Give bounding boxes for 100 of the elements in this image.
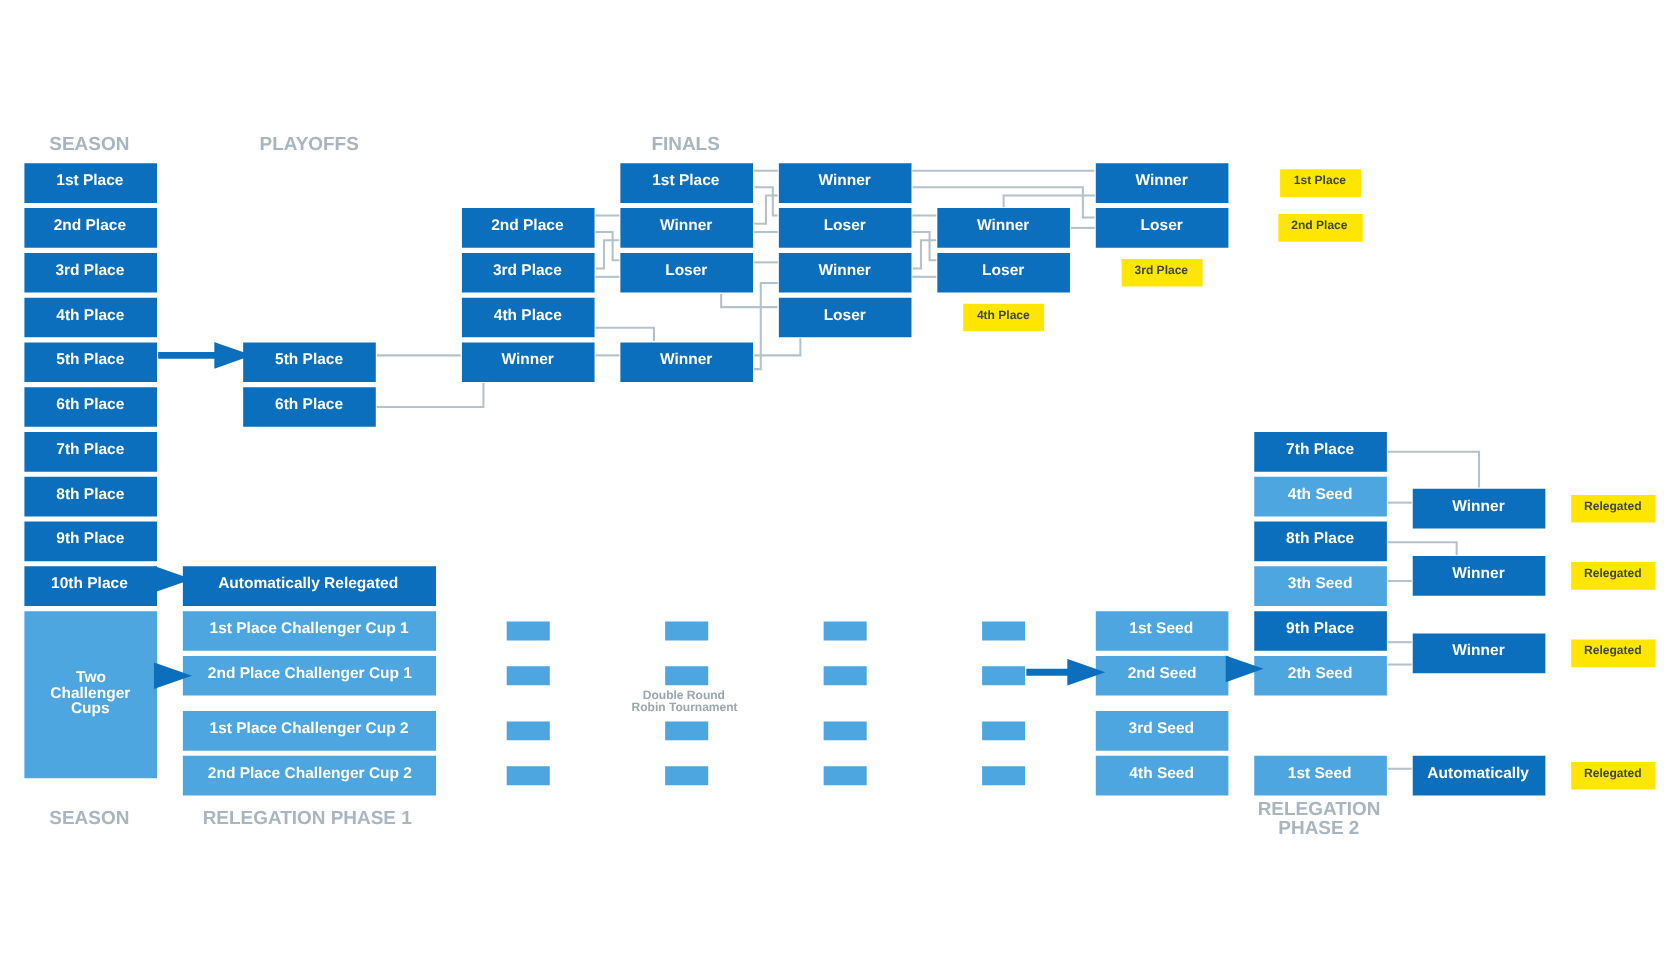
- node-box: 5th Place: [241, 340, 378, 384]
- node-box: [504, 719, 552, 743]
- connector: [753, 282, 778, 371]
- label: SEASON: [49, 807, 130, 830]
- connector: [1387, 641, 1412, 644]
- connector: [1387, 450, 1481, 488]
- node-box: 3rd Place: [22, 251, 159, 295]
- node-box: 8th Place: [1252, 519, 1389, 563]
- node-box: Loser: [777, 206, 914, 250]
- connector: [912, 239, 937, 270]
- connector: [912, 214, 937, 217]
- node-box: Winner: [1094, 161, 1231, 205]
- connector: [595, 214, 620, 217]
- connector: [595, 239, 620, 270]
- node-box: Winner: [618, 340, 755, 384]
- node-box: [504, 664, 552, 687]
- connector: [595, 354, 620, 357]
- node-box: [663, 764, 710, 787]
- node-box: 7th Place: [1252, 430, 1389, 474]
- node-box: [980, 664, 1027, 687]
- label: RELEGATION PHASE 2: [1257, 798, 1381, 840]
- node-box: Winner: [935, 206, 1072, 250]
- connector: [1387, 663, 1412, 666]
- node-box: [663, 664, 710, 687]
- node-box: 9th Place: [1252, 609, 1389, 653]
- connector: [912, 186, 1095, 219]
- connector: [754, 186, 778, 217]
- node-box: 2nd Place Challenger Cup 2: [181, 754, 438, 798]
- node-box: [980, 719, 1027, 743]
- node-box: [663, 719, 710, 743]
- connector: [1002, 194, 1095, 208]
- connector: [754, 194, 778, 225]
- node-box: [821, 764, 869, 787]
- node-box: 1st Place Challenger Cup 2: [181, 709, 438, 753]
- node-box: 3rd Seed: [1094, 709, 1231, 753]
- node-box: Winner: [618, 206, 755, 250]
- connector: [1387, 579, 1412, 583]
- connector: [753, 169, 778, 172]
- node-box: Winner: [777, 251, 914, 295]
- node-box: Automatically: [1411, 754, 1548, 798]
- node-box: 7th Place: [22, 430, 159, 474]
- arrow: [153, 662, 192, 690]
- label: SEASON: [49, 134, 130, 157]
- connector: [754, 338, 802, 357]
- node-box: Loser: [777, 295, 914, 339]
- arrow: [1026, 659, 1106, 686]
- node-box: [663, 619, 710, 643]
- connector: [912, 275, 937, 278]
- node-box: Loser: [1094, 206, 1231, 250]
- node-box: [980, 619, 1027, 643]
- connector: [1387, 501, 1412, 504]
- node-box: 1st Place: [618, 161, 755, 205]
- node-box: 4th Seed: [1094, 754, 1231, 798]
- node-box: 1st Seed: [1252, 754, 1389, 798]
- label: RELEGATION PHASE 1: [202, 807, 412, 830]
- node-box: Winner: [460, 340, 597, 384]
- connector: [753, 261, 778, 264]
- node-box: [821, 619, 869, 643]
- label: FINALS: [651, 134, 720, 157]
- node-box: [504, 619, 552, 643]
- node-box: 4th Place: [460, 295, 597, 339]
- connector: [1387, 541, 1458, 556]
- node-box: 2nd Place: [460, 206, 597, 250]
- connector: [720, 293, 778, 309]
- node-box: Loser: [935, 251, 1072, 295]
- node-box: 1st Place: [22, 161, 159, 205]
- connector: [376, 354, 461, 357]
- node-box: 2th Seed: [1252, 654, 1389, 698]
- node-box: 9th Place: [22, 519, 159, 563]
- connector: [912, 231, 937, 262]
- node-box: [504, 764, 552, 787]
- node-box: 6th Place: [22, 385, 159, 429]
- node-box: Loser: [618, 251, 755, 295]
- connector: [1387, 767, 1412, 770]
- connector: [1070, 226, 1095, 229]
- node-box: 1st Place Challenger Cup 1: [181, 609, 438, 653]
- connector: [595, 275, 620, 278]
- node-box: Winner: [777, 161, 914, 205]
- node-box: 2nd Place Challenger Cup 1: [181, 654, 438, 698]
- node-box: 4th Seed: [1252, 475, 1389, 519]
- connector: [376, 383, 485, 409]
- node-box: 8th Place: [22, 475, 159, 519]
- node-box: 3rd Place: [460, 251, 597, 295]
- node-box: [980, 764, 1027, 787]
- node-box: 1st Seed: [1094, 609, 1231, 653]
- node-box: Automatically Relegated: [181, 564, 438, 608]
- node-box: 6th Place: [241, 385, 378, 429]
- connector: [595, 326, 655, 342]
- connector: [912, 169, 1095, 172]
- node-box: Winner: [1411, 487, 1548, 531]
- connector: [595, 231, 620, 262]
- node-box: 3th Seed: [1252, 564, 1389, 608]
- connector: [753, 231, 778, 234]
- node-box: [821, 664, 869, 687]
- node-box: 5th Place: [22, 340, 159, 384]
- node-box: 4th Place: [22, 295, 159, 339]
- node-box: Winner: [1411, 631, 1548, 675]
- node-box: 2nd Place: [22, 206, 159, 250]
- label: PLAYOFFS: [259, 134, 359, 157]
- node-box: Winner: [1411, 554, 1548, 598]
